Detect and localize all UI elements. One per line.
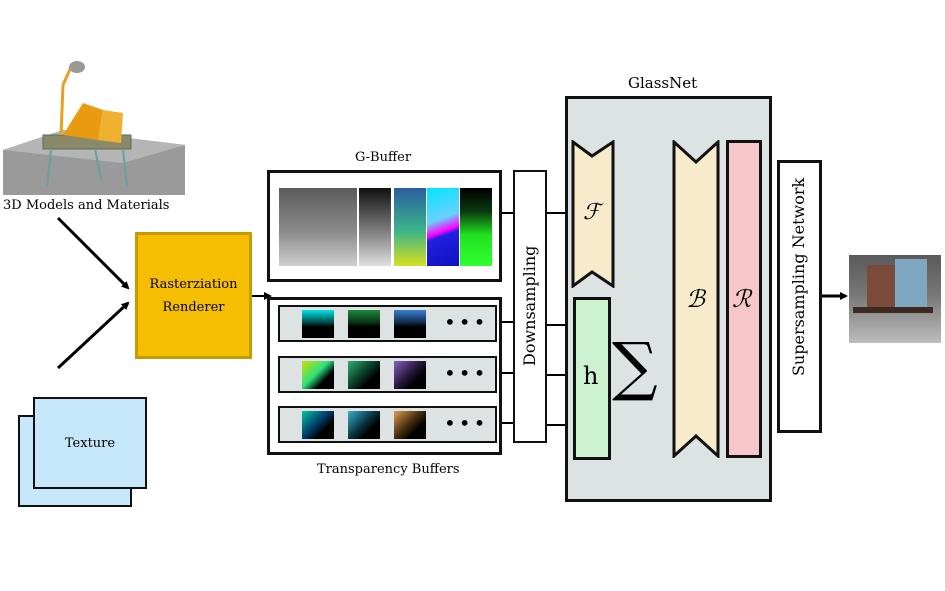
arrow-texture-to-renderer — [56, 301, 130, 370]
gbuffer-mask-image — [460, 188, 492, 266]
ellipsis: ••• — [444, 411, 489, 435]
renderer-label-line2: Renderer — [162, 299, 225, 315]
ellipsis: ••• — [444, 310, 489, 334]
output-book-left — [867, 265, 895, 309]
arrow-models-to-renderer — [56, 216, 130, 290]
refine-block — [726, 140, 762, 458]
gbuffer-title: G-Buffer — [355, 150, 412, 165]
refine-symbol: ℛ — [732, 285, 752, 313]
gbuffer-shading-image — [427, 188, 459, 266]
tbuf-swatch — [302, 411, 334, 439]
models-thumbnail — [3, 55, 185, 195]
tbuf-swatch — [394, 361, 426, 389]
models-label: 3D Models and Materials — [3, 198, 170, 213]
tbuf-swatch — [348, 361, 380, 389]
tbuf-swatch — [394, 411, 426, 439]
desk-scene-image — [3, 61, 185, 195]
h-symbol: h — [583, 362, 599, 390]
downsampling-label: Downsampling — [520, 245, 539, 366]
tbuf-swatch — [348, 411, 380, 439]
texture-label: Texture — [64, 435, 116, 451]
output-image — [849, 255, 941, 343]
tbuf-swatch — [348, 310, 380, 338]
supersampling-network-block — [777, 160, 822, 433]
feature-symbol: ℱ — [583, 200, 601, 225]
gbuffer-albedo-image — [279, 188, 357, 266]
gbuffer-depth-image — [359, 188, 391, 266]
transparency-title: Transparency Buffers — [317, 462, 460, 477]
supersampling-label: Supersampling Network — [789, 177, 808, 376]
downsampling-block — [513, 170, 547, 443]
backbone-symbol: ℬ — [686, 285, 705, 313]
tbuf-swatch — [302, 310, 334, 338]
ellipsis: ••• — [444, 361, 489, 385]
h-block — [573, 297, 611, 460]
output-book-right — [895, 259, 927, 309]
gbuffer-panel — [267, 170, 502, 282]
sum-symbol: ∑ — [612, 330, 658, 404]
texture-card-front: Texture — [33, 397, 147, 489]
renderer-label-line1: Rasterziation — [149, 276, 238, 292]
gbuffer-normal-image — [394, 188, 426, 266]
output-desk — [853, 307, 933, 313]
tbuf-swatch — [302, 361, 334, 389]
glassnet-title: GlassNet — [628, 74, 698, 92]
tbuf-swatch — [394, 310, 426, 338]
backbone-block — [672, 140, 720, 458]
rasterization-renderer-block: Rasterziation Renderer — [135, 232, 252, 359]
feature-encoder-block — [571, 140, 615, 288]
